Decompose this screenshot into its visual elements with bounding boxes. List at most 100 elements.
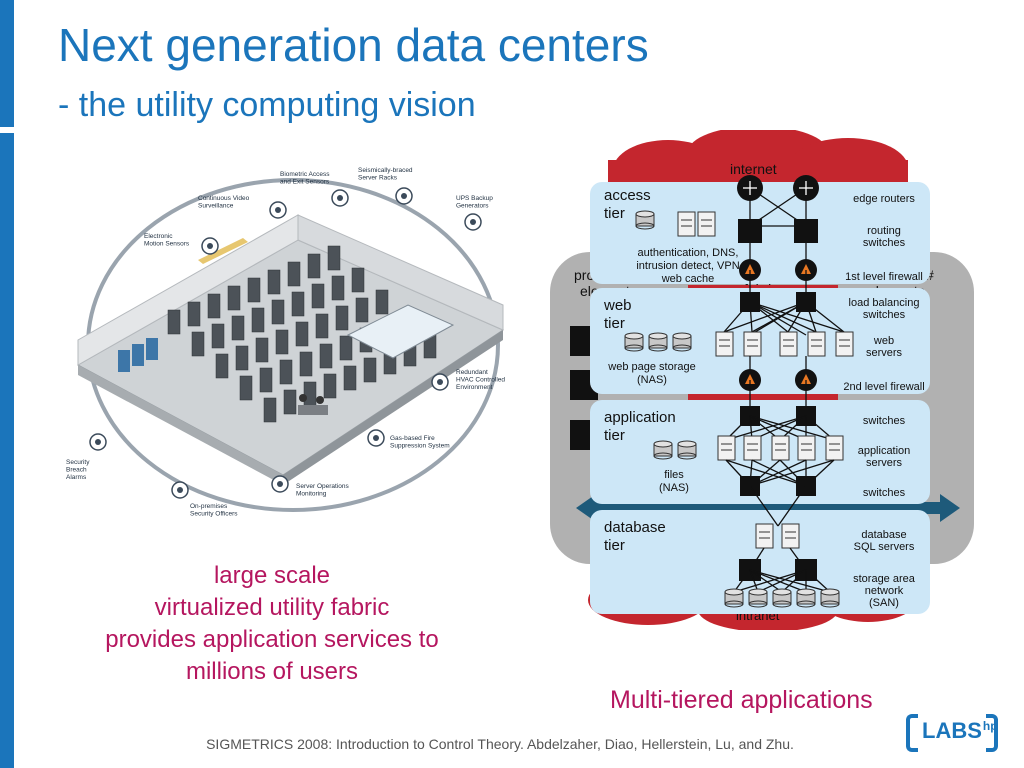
server-rack <box>351 267 365 293</box>
server-rack <box>239 375 253 401</box>
server-rack <box>275 329 289 355</box>
server-rack <box>215 353 229 379</box>
logo-sup: hp <box>982 718 998 733</box>
server-rack <box>283 389 297 415</box>
switch-icon <box>740 292 760 312</box>
tier-note: web page storage(NAS) <box>607 361 695 386</box>
network-link <box>777 485 807 527</box>
clock-24-365-icon-glyph <box>277 481 283 487</box>
network-link <box>749 569 783 593</box>
network-link <box>749 459 835 487</box>
rack-icon-glyph <box>401 193 407 199</box>
server-icon <box>755 523 774 549</box>
switch-icon <box>794 219 818 243</box>
fire-icon-glyph <box>373 435 379 441</box>
server-rack <box>375 289 389 315</box>
server-icon <box>781 523 800 549</box>
server-rack <box>187 301 201 327</box>
component-label: 2nd level firewall <box>843 381 924 393</box>
caption-line: large scale <box>213 562 331 589</box>
slide-subtitle: - the utility computing vision <box>58 86 476 124</box>
logo-left-bracket <box>906 714 918 752</box>
camera-icon-glyph <box>275 207 281 213</box>
caption-line: provides application services to <box>105 626 439 653</box>
server-rack <box>343 365 357 391</box>
switch-icon <box>738 219 762 243</box>
server-rack <box>251 307 265 333</box>
network-link <box>749 415 835 441</box>
firewall-flame-icon <box>745 374 755 384</box>
server-rack <box>299 351 313 377</box>
network-link <box>749 569 759 593</box>
server-icon <box>743 331 762 357</box>
network-link <box>725 459 807 487</box>
server-rack <box>323 373 337 399</box>
network-link <box>805 569 831 593</box>
motion-sensor-icon-glyph <box>207 243 213 249</box>
network-link <box>749 485 779 527</box>
component-label: 1st level firewall <box>845 271 923 283</box>
server-rack <box>207 293 221 319</box>
server-icon <box>743 435 762 461</box>
server-rack <box>211 323 225 349</box>
alarm-icon-glyph <box>95 439 101 445</box>
firewall-flame-icon <box>745 264 755 274</box>
server-rack <box>255 337 269 363</box>
component-label: edge routers <box>853 193 915 205</box>
internet-label: internet <box>730 161 777 177</box>
server-rack <box>287 261 301 287</box>
logo-word: LABS <box>922 718 982 743</box>
fingerprint-icon-glyph <box>337 195 343 201</box>
server-icon <box>717 435 736 461</box>
network-link <box>781 569 807 593</box>
server-rack <box>303 381 317 407</box>
server-rack <box>331 275 345 301</box>
tier-note: files(NAS) <box>659 469 689 494</box>
network-link <box>749 301 845 333</box>
network-link <box>733 569 807 593</box>
fabric-label-left: pro <box>574 267 594 283</box>
server-rack <box>191 331 205 357</box>
network-link <box>723 301 807 333</box>
network-link <box>757 569 807 593</box>
firewall-flame-icon <box>801 374 811 384</box>
left-accent-bar-gap <box>0 127 14 133</box>
hp-labs-logo: LABShp <box>906 710 998 752</box>
multi-tier-caption: Multi-tiered applications <box>610 686 873 714</box>
server-rack <box>363 357 377 383</box>
logo-right-bracket <box>986 714 998 752</box>
server-rack <box>355 297 369 323</box>
server-icon <box>835 331 854 357</box>
server-rack <box>267 269 281 295</box>
server-rack <box>315 313 329 339</box>
server-rack <box>259 367 273 393</box>
server-icon <box>677 211 696 237</box>
left-accent-bar <box>0 0 14 768</box>
multi-tier-diagram: pro elements fabric elements # infrastru… <box>550 130 974 630</box>
server-rack <box>231 315 245 341</box>
footer-citation: SIGMETRICS 2008: Introduction to Control… <box>206 736 794 752</box>
server-rack <box>291 291 305 317</box>
server-rack <box>247 277 261 303</box>
datacenter-caption: large scale virtualized utility fabric p… <box>60 560 484 688</box>
battery-icon-glyph <box>470 219 476 225</box>
server-rack <box>339 335 353 361</box>
server-rack <box>263 397 277 423</box>
caption-line: millions of users <box>185 658 359 685</box>
server-rack <box>307 253 321 279</box>
firewall-flame-icon <box>801 264 811 274</box>
